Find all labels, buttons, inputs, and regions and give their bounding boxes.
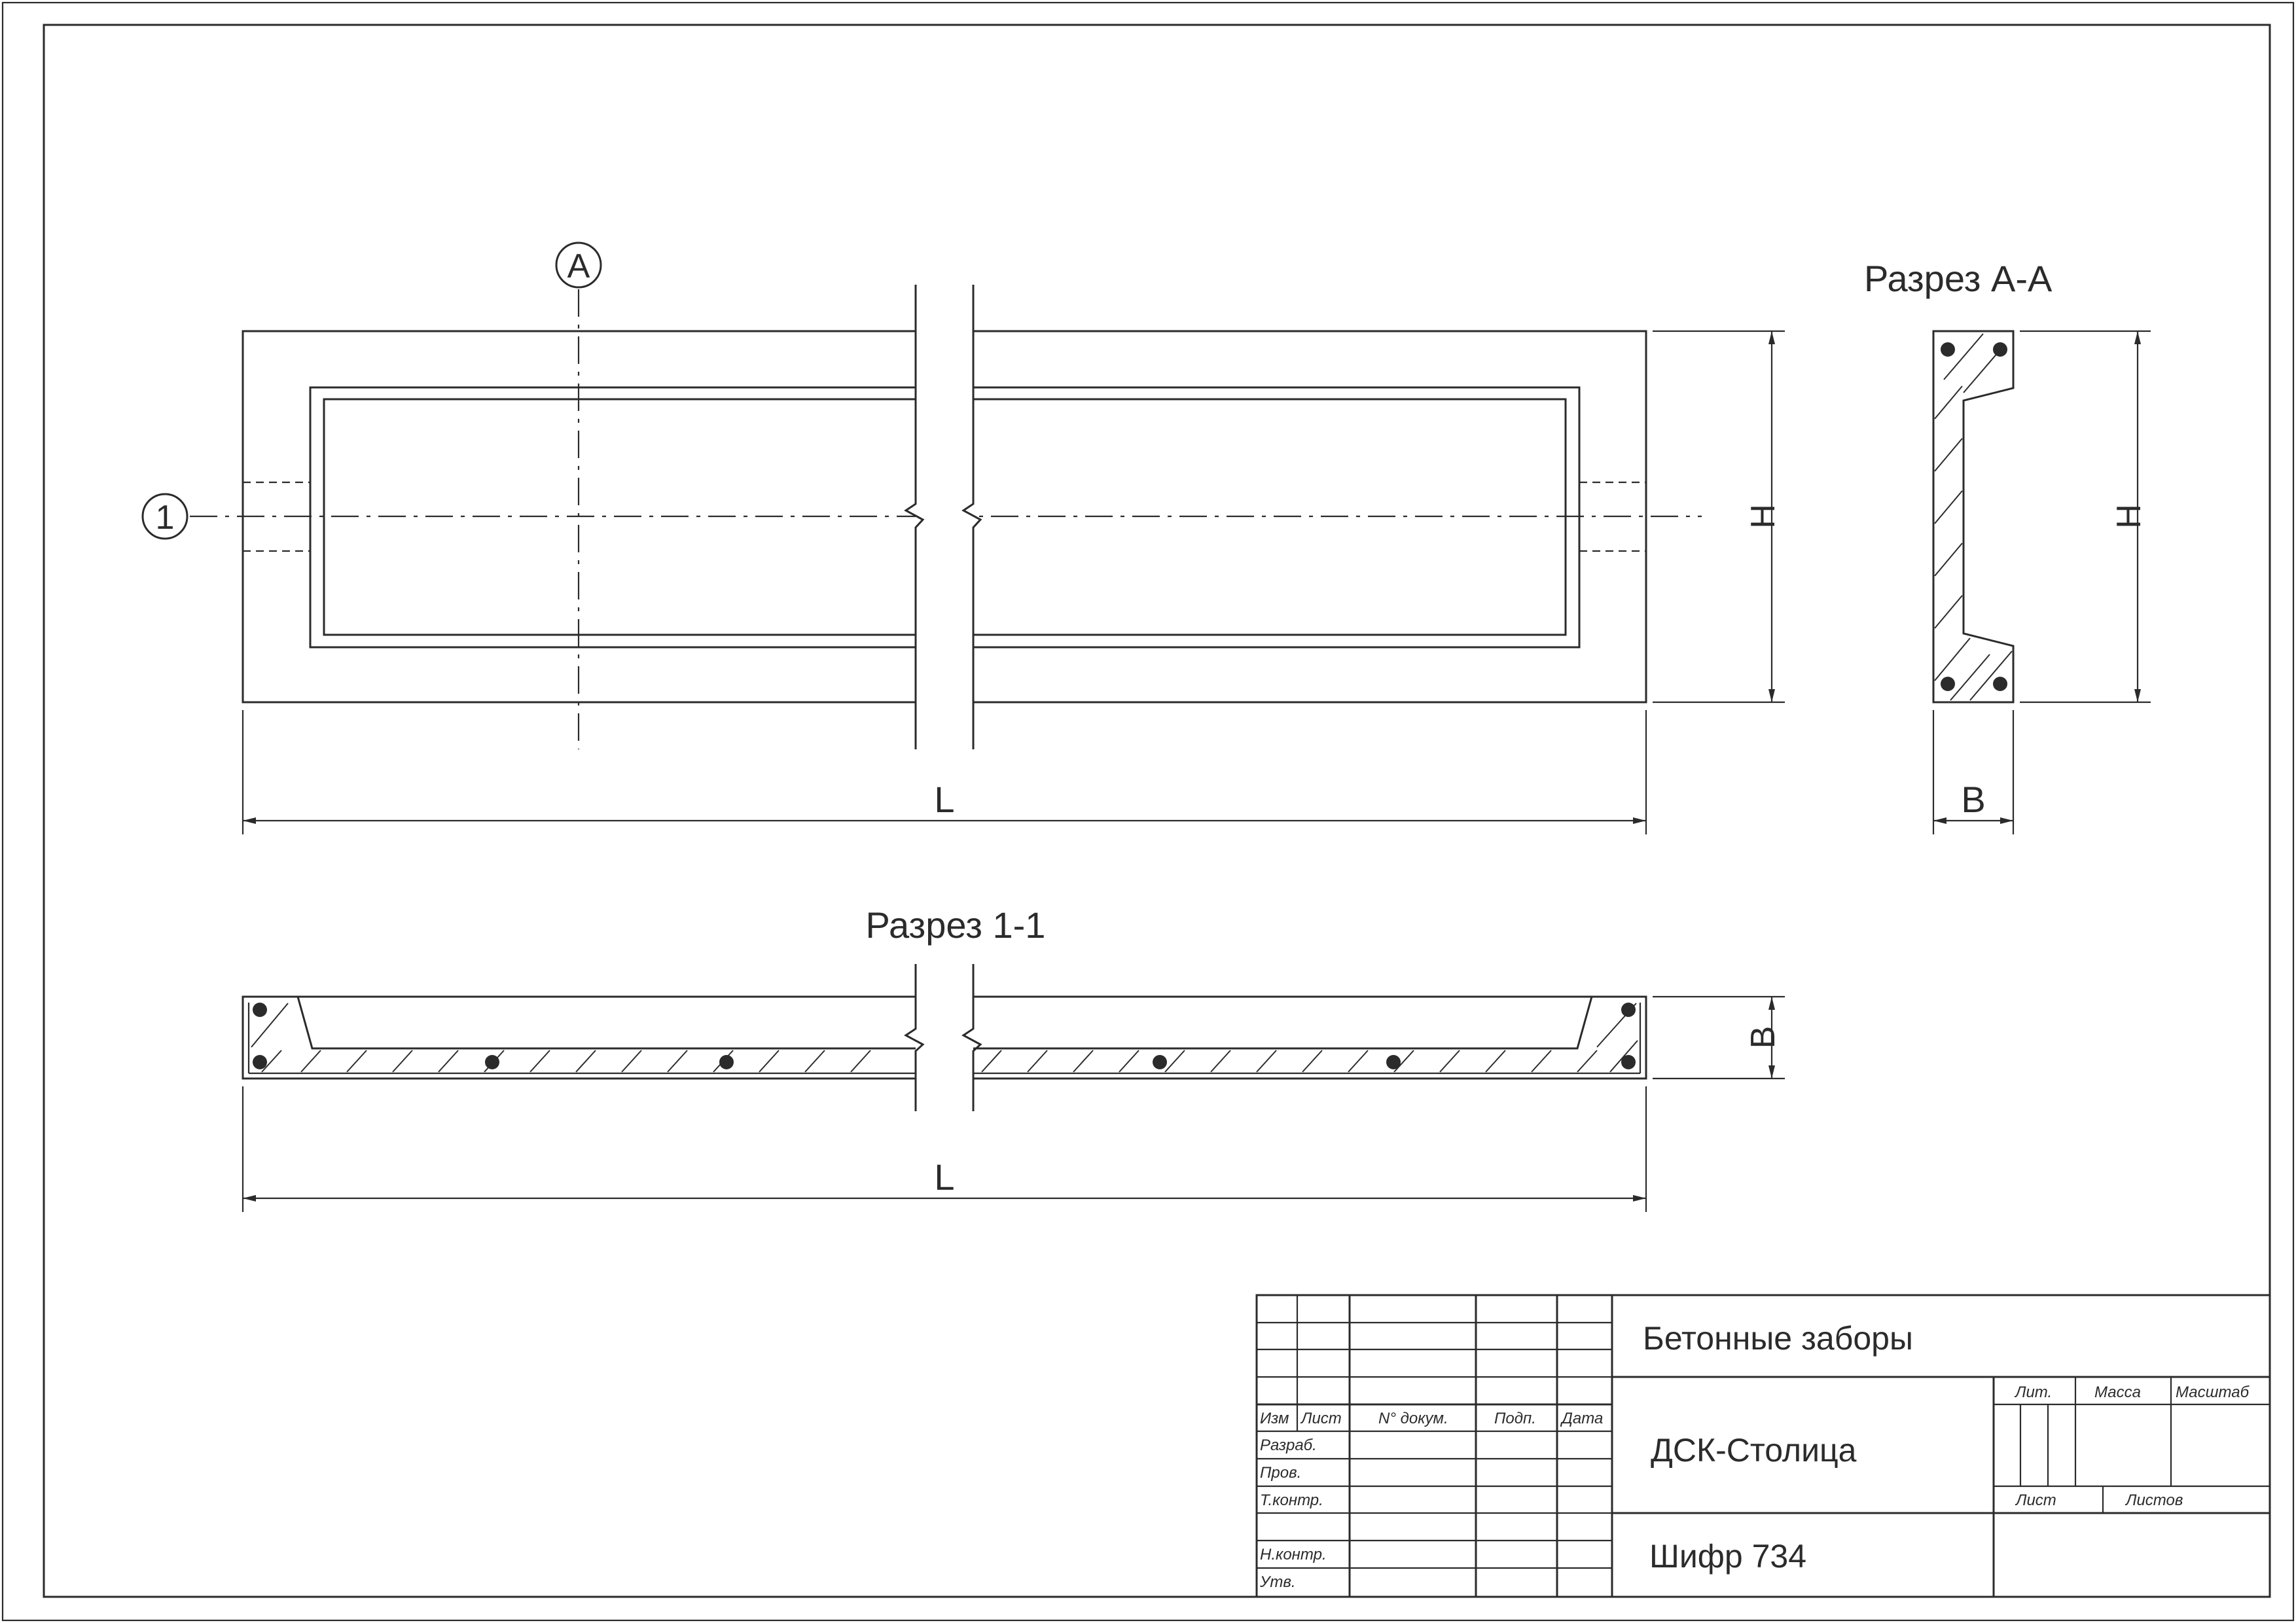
section-aa-hatching <box>1934 333 2013 701</box>
rebar <box>1941 342 1955 357</box>
dimension-length-label: L <box>934 1156 954 1198</box>
break-line-right <box>961 964 982 1111</box>
break-line-right <box>961 285 982 749</box>
title-block: Изм Лист N° докум. Подп. Дата Разраб. Пр… <box>1255 1294 2271 1598</box>
row-norm-control: Н.контр. <box>1260 1546 1327 1563</box>
rebar <box>485 1055 499 1069</box>
document-name: Бетонные заборы <box>1643 1320 1913 1357</box>
section-11-hatching <box>251 1003 1638 1073</box>
sheets-label: Листов <box>2125 1491 2183 1509</box>
rebar <box>1386 1055 1401 1069</box>
row-approved: Утв. <box>1259 1573 1296 1591</box>
section-aa-view: Разрез А-А H B <box>1864 258 2151 834</box>
header-doc-number: N° докум. <box>1378 1410 1448 1427</box>
break-gap <box>916 982 973 1113</box>
document-code: Шифр 734 <box>1649 1538 1806 1575</box>
dimension-height-label: H <box>2110 504 2148 529</box>
rebar <box>1621 1003 1636 1017</box>
header-signature: Подп. <box>1494 1410 1536 1427</box>
rebar <box>719 1055 734 1069</box>
row-developed: Разраб. <box>1260 1436 1317 1454</box>
header-mass: Масса <box>2094 1383 2141 1401</box>
rebar <box>1993 342 2007 357</box>
header-letter: Лит. <box>2014 1383 2052 1401</box>
rebar <box>1153 1055 1167 1069</box>
section-a-marker <box>555 241 602 289</box>
rebar <box>1621 1055 1636 1069</box>
section-11-view: Разрез 1-1 <box>242 904 1785 1212</box>
elevation-view: А 1 L H <box>141 241 1785 834</box>
row-tech-control: Т.контр. <box>1260 1491 1323 1509</box>
header-date: Дата <box>1560 1410 1603 1427</box>
rebar <box>253 1003 267 1017</box>
header-scale: Масштаб <box>2176 1383 2250 1401</box>
organization-name: ДСК-Столица <box>1651 1432 1857 1469</box>
row-checked: Пров. <box>1260 1464 1301 1482</box>
section-aa-profile <box>1932 330 2015 704</box>
header-izm: Изм <box>1260 1410 1289 1427</box>
sheet-frame <box>43 24 2271 1598</box>
break-line-left <box>904 964 925 1111</box>
section-11-profile <box>242 995 1647 1080</box>
axis-1-marker <box>141 493 188 540</box>
section-aa-title: Разрез А-А <box>1864 258 2053 299</box>
dimension-width-label: B <box>1961 779 1985 820</box>
title-block-frame <box>1255 1294 2271 1598</box>
break-line-left <box>904 285 925 749</box>
section-a-marker-label: А <box>567 247 590 285</box>
rebar <box>1941 677 1955 691</box>
break-gap <box>916 321 973 753</box>
section-11-title: Разрез 1-1 <box>866 904 1046 946</box>
dimension-width-label: B <box>1744 1026 1782 1049</box>
sheet-label: Лист <box>2015 1491 2056 1509</box>
rebar <box>1993 677 2007 691</box>
rebar <box>253 1055 267 1069</box>
axis-1-marker-label: 1 <box>156 499 175 537</box>
dimension-length-label: L <box>934 779 954 820</box>
header-list: Лист <box>1300 1410 1342 1427</box>
dimension-height-label: H <box>1744 504 1782 529</box>
